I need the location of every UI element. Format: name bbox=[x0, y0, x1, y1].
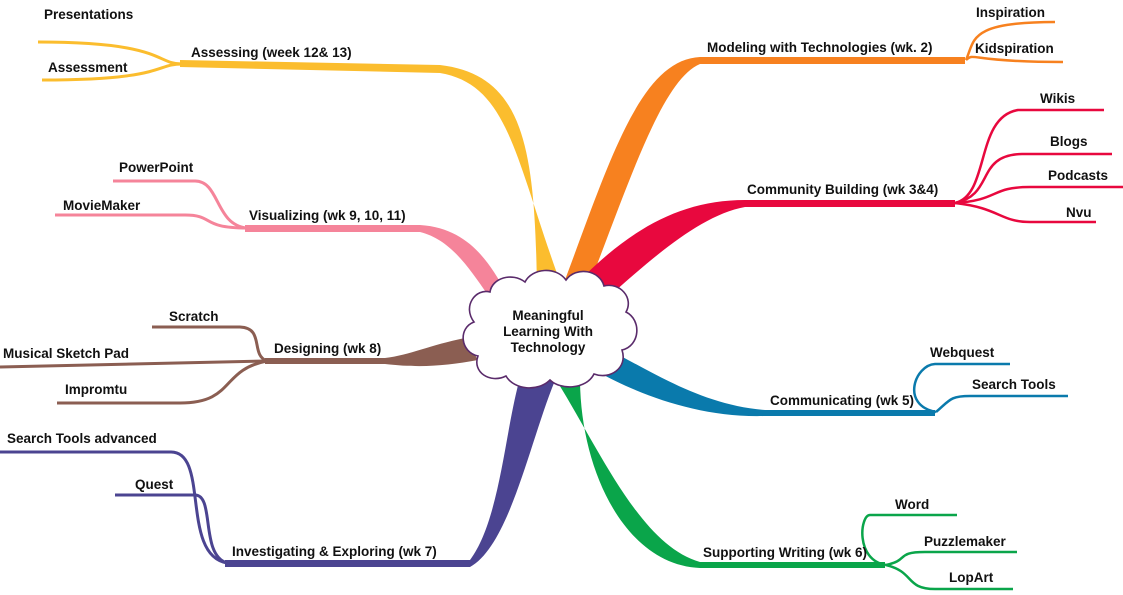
child-label-presentations[interactable]: Presentations bbox=[44, 7, 133, 22]
branch-trunk-designing bbox=[265, 338, 478, 367]
central-topic-line-3: Technology bbox=[511, 340, 586, 355]
branch-label-assessing[interactable]: Assessing (week 12& 13) bbox=[191, 45, 352, 60]
branch-child-line-nvu bbox=[954, 201, 1096, 224]
branch-trunk-investigating bbox=[225, 378, 556, 567]
branch-modeling: Modeling with Technologies (wk. 2) Inspi… bbox=[562, 5, 1064, 288]
branch-visualizing: Visualizing (wk 9, 10, 11) PowerPoint Mo… bbox=[55, 160, 505, 295]
branch-communicating: Communicating (wk 5) Webquest Search Too… bbox=[598, 345, 1068, 417]
branch-label-investigating[interactable]: Investigating & Exploring (wk 7) bbox=[232, 544, 437, 559]
child-label-wikis[interactable]: Wikis bbox=[1040, 91, 1075, 106]
child-label-word[interactable]: Word bbox=[895, 497, 929, 512]
branch-child-line-wikis bbox=[954, 108, 1104, 205]
branch-trunk-writing bbox=[555, 378, 885, 568]
branch-child-line-puzzlemaker bbox=[885, 550, 1017, 567]
branch-community: Community Building (wk 3&4) Wikis Blogs … bbox=[580, 91, 1123, 300]
branch-child-line-presentations bbox=[37, 40, 183, 66]
branch-child-line-inspiration bbox=[964, 20, 1056, 61]
central-topic[interactable]: Meaningful Learning With Technology bbox=[462, 269, 638, 389]
child-label-quest[interactable]: Quest bbox=[135, 477, 174, 492]
branch-child-line-powerpoint bbox=[113, 179, 248, 230]
child-label-kidspiration[interactable]: Kidspiration bbox=[975, 41, 1054, 56]
branch-designing: Designing (wk 8) Scratch Musical Sketch … bbox=[0, 309, 478, 405]
branch-child-line-searchadvanced bbox=[0, 450, 228, 565]
central-topic-line-1: Meaningful bbox=[512, 308, 583, 323]
branch-child-line-word bbox=[861, 513, 957, 567]
child-label-powerpoint[interactable]: PowerPoint bbox=[119, 160, 194, 175]
branch-child-line-impromtu bbox=[57, 359, 268, 405]
branch-child-line-webquest bbox=[913, 362, 1010, 414]
central-cloud-shape bbox=[462, 269, 638, 389]
branch-investigating: Investigating & Exploring (wk 7) Search … bbox=[0, 378, 556, 567]
child-label-nvu[interactable]: Nvu bbox=[1066, 205, 1092, 220]
child-label-musical[interactable]: Musical Sketch Pad bbox=[3, 346, 129, 361]
branch-label-communicating[interactable]: Communicating (wk 5) bbox=[770, 393, 914, 408]
child-label-lopart[interactable]: LopArt bbox=[949, 570, 994, 585]
child-label-puzzlemaker[interactable]: Puzzlemaker bbox=[924, 534, 1007, 549]
branch-trunk-community bbox=[580, 200, 955, 300]
child-label-searchtools[interactable]: Search Tools bbox=[972, 377, 1056, 392]
branch-writing: Supporting Writing (wk 6) Word Puzzlemak… bbox=[555, 378, 1017, 591]
central-topic-line-2: Learning With bbox=[503, 324, 593, 339]
child-label-inspiration[interactable]: Inspiration bbox=[976, 5, 1045, 20]
branch-child-line-scratch bbox=[152, 325, 268, 363]
branch-label-writing[interactable]: Supporting Writing (wk 6) bbox=[703, 545, 867, 560]
branch-child-line-musical bbox=[0, 359, 268, 369]
branch-label-visualizing[interactable]: Visualizing (wk 9, 10, 11) bbox=[249, 208, 406, 223]
branch-trunk-visualizing bbox=[245, 225, 505, 295]
branch-assessing: Assessing (week 12& 13) Presentations As… bbox=[37, 7, 563, 290]
branch-child-line-searchtools bbox=[935, 394, 1068, 413]
branch-child-line-blogs bbox=[954, 152, 1112, 205]
branch-label-modeling[interactable]: Modeling with Technologies (wk. 2) bbox=[707, 40, 933, 55]
branch-label-designing[interactable]: Designing (wk 8) bbox=[274, 341, 381, 356]
branch-child-line-lopart bbox=[885, 563, 1013, 591]
branch-child-line-podcasts bbox=[954, 185, 1123, 205]
child-label-moviemaker[interactable]: MovieMaker bbox=[63, 198, 141, 213]
branch-child-line-quest bbox=[115, 493, 228, 565]
child-label-webquest[interactable]: Webquest bbox=[930, 345, 995, 360]
child-label-podcasts[interactable]: Podcasts bbox=[1048, 168, 1108, 183]
branch-trunk-communicating bbox=[598, 348, 935, 417]
branch-trunk-assessing bbox=[180, 60, 563, 290]
branch-child-line-kidspiration bbox=[965, 55, 1064, 64]
child-label-blogs[interactable]: Blogs bbox=[1050, 134, 1088, 149]
branch-label-community[interactable]: Community Building (wk 3&4) bbox=[747, 182, 938, 197]
branch-child-line-moviemaker bbox=[55, 213, 248, 230]
child-label-searchadvanced[interactable]: Search Tools advanced bbox=[7, 431, 157, 446]
child-label-assessment[interactable]: Assessment bbox=[48, 60, 128, 75]
child-label-scratch[interactable]: Scratch bbox=[169, 309, 219, 324]
child-label-impromtu[interactable]: Impromtu bbox=[65, 382, 127, 397]
